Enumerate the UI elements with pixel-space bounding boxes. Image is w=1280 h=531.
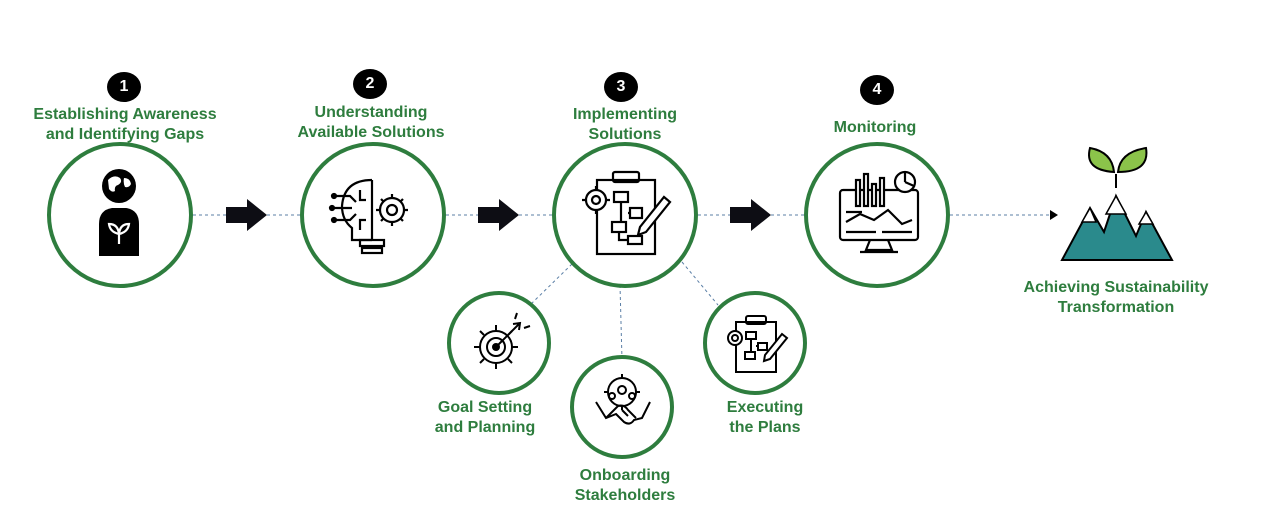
step-3-circle [552,142,698,288]
substep-onboarding-title: Onboarding Stakeholders [574,467,676,504]
step-1-number: 1 [107,72,141,102]
substep-executing-circle [703,291,807,395]
step-1-title: Establishing Awareness and Identifying G… [33,106,217,143]
step-2-title: Understanding Available Solutions [297,104,445,141]
ai-brain-gear-icon [328,178,408,255]
branch-line [681,261,719,306]
arrow-right-icon [226,199,267,231]
person-globe-leaf-icon [99,169,139,256]
step-3-title: Implementing Solutions [572,106,677,143]
step-4-title: Monitoring [833,119,917,136]
clipboard-flowchart-icon [582,170,672,256]
handshake-team-icon [595,374,651,425]
goal-arrowhead [1050,210,1058,220]
mountain-sprout-icon [1060,146,1174,261]
clipboard-plan-icon [727,315,789,373]
monitor-analytics-icon [838,170,920,254]
step-4-circle [804,142,950,288]
step-3-number: 3 [604,72,638,102]
substep-executing-title: Executing the Plans [726,399,804,436]
branch-line [619,284,623,361]
branch-line [529,263,573,306]
step-4-number: 4 [860,75,894,105]
goal-title: Achieving Sustainability Transformation [1023,279,1209,316]
arrow-right-icon [730,199,771,231]
arrow-right-icon [478,199,519,231]
step-2-number: 2 [353,69,387,99]
substep-goal-title: Goal Setting and Planning [434,399,536,436]
gear-target-icon [474,312,531,369]
